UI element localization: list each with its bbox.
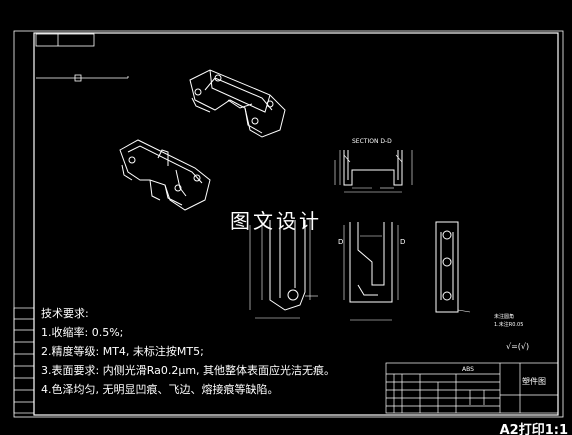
revision-strip	[13, 307, 35, 414]
section-label: SECTION D-D	[352, 138, 392, 145]
requirement-item: 1.收缩率: 0.5%;	[41, 326, 124, 339]
leader-line	[36, 74, 129, 82]
roughness-symbol: √=(√)	[506, 342, 530, 351]
title-block	[385, 362, 559, 414]
section-view	[334, 150, 413, 193]
watermark: 图文设计	[230, 209, 322, 233]
note-line-2: 1.未注R0.05	[494, 322, 524, 328]
scale-label: A2打印1:1	[499, 423, 568, 435]
requirement-item: 4.色泽均匀, 无明显凹痕、飞边、熔接痕等缺陷。	[41, 383, 279, 396]
requirement-item: 3.表面要求: 内侧光滑Ra0.2μm, 其他整体表面应光洁无痕。	[41, 364, 336, 377]
view-label-right: D	[400, 238, 406, 246]
view-label-left: D	[338, 238, 344, 246]
side-view	[343, 222, 399, 321]
inner-frame	[33, 32, 559, 416]
iso-view-bottom	[119, 139, 211, 211]
tech-requirements: 技术要求: 1.收缩率: 0.5%; 2.精度等级: MT4, 未标注按MT5;…	[41, 304, 335, 399]
requirements-heading: 技术要求:	[41, 307, 89, 320]
outer-frame	[13, 30, 564, 418]
right-view	[435, 221, 471, 313]
corner-box	[35, 33, 95, 47]
iso-view-top	[189, 69, 286, 138]
front-view	[249, 220, 318, 319]
requirement-item: 2.精度等级: MT4, 未标注按MT5;	[41, 345, 204, 358]
part-name: 塑件图	[522, 377, 546, 386]
material-label: ABS	[462, 366, 474, 373]
note-line-1: 未注圆角	[494, 314, 515, 320]
